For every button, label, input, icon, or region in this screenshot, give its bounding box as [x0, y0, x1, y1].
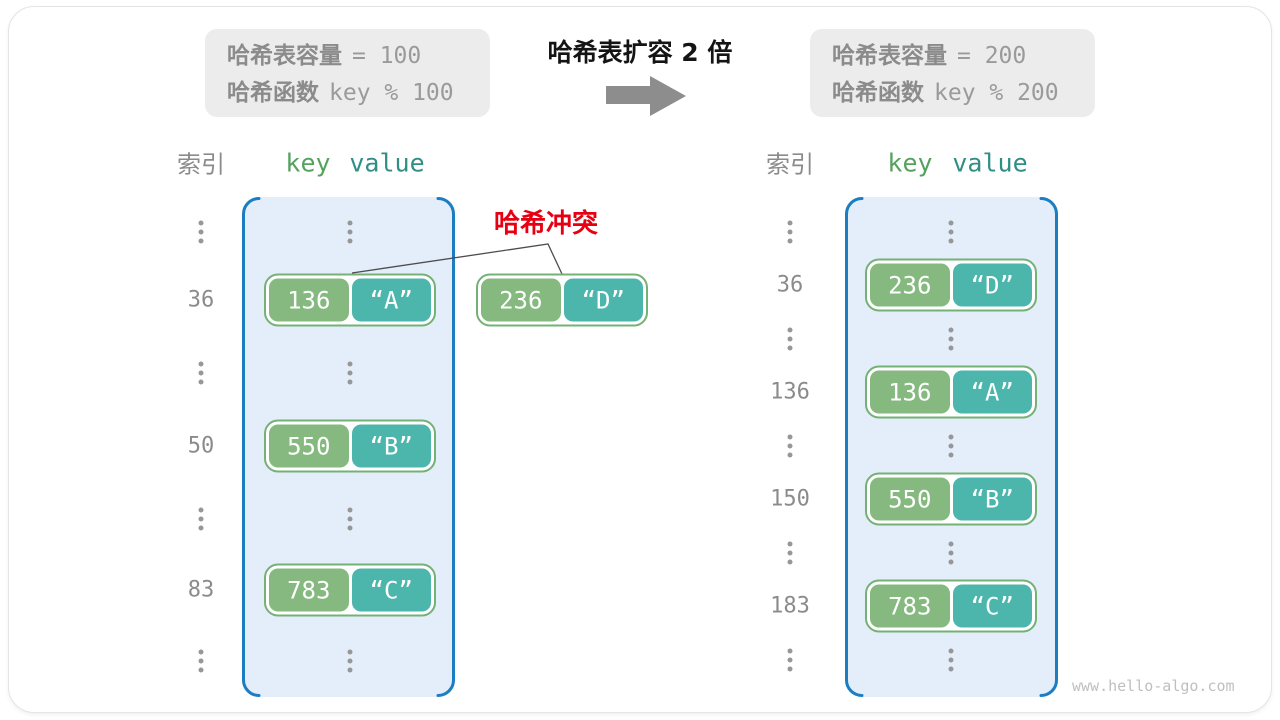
ellipsis-dots	[948, 327, 954, 351]
kv-pair-136A: 136 “A”	[264, 273, 436, 327]
key-cell: 236	[481, 278, 561, 322]
collision-label: 哈希冲突	[494, 209, 599, 239]
capacity-label: 哈希表容量	[227, 43, 342, 69]
ellipsis-dots	[198, 361, 204, 385]
ellipsis-dots	[948, 541, 954, 565]
right-value-header: value	[952, 148, 1028, 178]
kv-pair-236D: 236 “D”	[865, 258, 1037, 312]
index-label: 50	[187, 433, 215, 459]
right-index-header: 索引	[766, 150, 814, 179]
value-cell: “A”	[351, 278, 431, 322]
left-info-line2: 哈希函数 key % 100	[227, 75, 490, 112]
right-info-box: 哈希表容量 = 200 哈希函数 key % 200	[810, 29, 1095, 117]
left-table-bracket-border	[242, 197, 455, 697]
ellipsis-dots	[347, 649, 353, 673]
left-info-line1: 哈希表容量 = 100	[227, 38, 490, 75]
ellipsis-dots	[948, 434, 954, 458]
value-cell: “C”	[952, 584, 1032, 628]
right-table-bracket-border	[845, 197, 1058, 697]
ellipsis-dots	[787, 434, 793, 458]
capacity-value: = 100	[352, 43, 422, 69]
kv-pair-783C: 783 “C”	[264, 563, 436, 617]
watermark: www.hello-algo.com	[1072, 677, 1235, 695]
capacity-value: = 200	[957, 43, 1027, 69]
ellipsis-dots	[347, 361, 353, 385]
ellipsis-dots	[198, 507, 204, 531]
value-cell: “C”	[351, 568, 431, 612]
key-cell: 550	[870, 477, 950, 521]
left-index-header: 索引	[177, 150, 225, 179]
left-key-header: key	[285, 148, 331, 178]
hash-fn-label: 哈希函数	[227, 80, 319, 106]
kv-pair-136A: 136 “A”	[865, 365, 1037, 419]
index-label: 136	[770, 379, 810, 405]
value-cell: “D”	[952, 263, 1032, 307]
index-label: 36	[776, 272, 804, 298]
ellipsis-dots	[787, 327, 793, 351]
key-cell: 136	[870, 370, 950, 414]
value-cell: “B”	[952, 477, 1032, 521]
ellipsis-dots	[787, 220, 793, 244]
ellipsis-dots	[198, 649, 204, 673]
ellipsis-dots	[948, 220, 954, 244]
index-label: 83	[187, 577, 215, 603]
key-cell: 783	[269, 568, 349, 612]
right-arrow-icon	[606, 76, 686, 116]
index-label: 36	[187, 287, 215, 313]
collision-kv-pair-236D: 236 “D”	[476, 273, 648, 327]
ellipsis-dots	[787, 541, 793, 565]
kv-pair-783C: 783 “C”	[865, 579, 1037, 633]
value-cell: “A”	[952, 370, 1032, 414]
hash-fn-value: key % 200	[934, 80, 1059, 106]
ellipsis-dots	[347, 220, 353, 244]
hash-fn-value: key % 100	[329, 80, 454, 106]
index-label: 183	[770, 593, 810, 619]
key-cell: 236	[870, 263, 950, 307]
transition-title: 哈希表扩容 2 倍	[547, 38, 733, 67]
ellipsis-dots	[787, 648, 793, 672]
ellipsis-dots	[198, 220, 204, 244]
value-cell: “D”	[563, 278, 643, 322]
capacity-label: 哈希表容量	[832, 43, 947, 69]
value-cell: “B”	[351, 424, 431, 468]
ellipsis-dots	[347, 507, 353, 531]
right-info-line1: 哈希表容量 = 200	[832, 38, 1095, 75]
left-info-box: 哈希表容量 = 100 哈希函数 key % 100	[205, 29, 490, 117]
left-value-header: value	[349, 148, 425, 178]
kv-pair-550B: 550 “B”	[264, 419, 436, 473]
ellipsis-dots	[948, 648, 954, 672]
key-cell: 550	[269, 424, 349, 468]
key-cell: 783	[870, 584, 950, 628]
hash-fn-label: 哈希函数	[832, 80, 924, 106]
canvas-card	[8, 6, 1272, 713]
kv-pair-550B: 550 “B”	[865, 472, 1037, 526]
right-info-line2: 哈希函数 key % 200	[832, 75, 1095, 112]
right-key-header: key	[887, 148, 933, 178]
index-label: 150	[770, 486, 810, 512]
key-cell: 136	[269, 278, 349, 322]
